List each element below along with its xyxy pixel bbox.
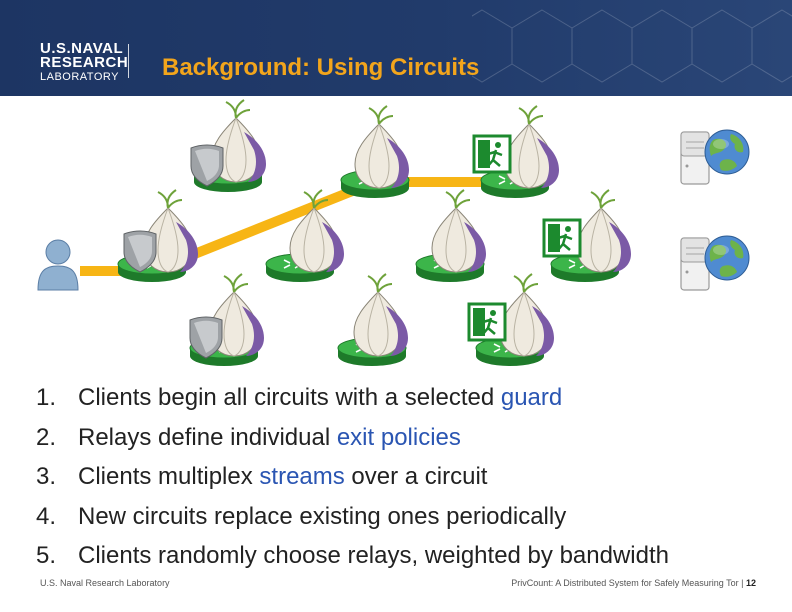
onion-router-icon (415, 189, 487, 283)
logo-line2: RESEARCH (40, 54, 129, 71)
list-item: 1.Clients begin all circuits with a sele… (36, 384, 563, 411)
list-item: 2.Relays define individual exit policies (36, 423, 461, 451)
list-item: 3.Clients multiplex streams over a circu… (36, 463, 488, 490)
server-icon (680, 237, 710, 291)
tor-circuit-diagram (37, 99, 750, 367)
list-item: 5.Clients randomly choose relays, weight… (36, 542, 669, 569)
footer-separator: | (738, 578, 746, 588)
globe-icon (704, 129, 750, 175)
exit-sign-icon (472, 134, 512, 174)
onion-router-icon (337, 273, 409, 367)
page-number: 12 (745, 578, 756, 588)
slide-title: Background: Using Circuits (162, 54, 480, 81)
exit-sign-icon (467, 302, 507, 342)
key-points-list: 1.Clients begin all circuits with a sele… (36, 380, 669, 578)
onion-router-icon (340, 105, 410, 199)
user-icon (37, 239, 79, 291)
server-icon (680, 131, 710, 185)
logo-divider (128, 44, 129, 78)
list-item: 4.New circuits replace existing ones per… (36, 502, 567, 530)
exit-sign-icon (542, 218, 582, 258)
slide-header: U.S.NAVAL RESEARCH LABORATORY Background… (0, 0, 792, 96)
footer-presentation-title: PrivCount: A Distributed System for Safe… (511, 578, 739, 588)
header-pattern (472, 9, 792, 83)
footer-presentation: PrivCount: A Distributed System for Safe… (511, 578, 756, 588)
footer-organization: U.S. Naval Research Laboratory (40, 578, 170, 588)
logo-line1: U.S.NAVAL (40, 40, 124, 57)
globe-icon (704, 235, 750, 281)
logo-line3: LABORATORY (40, 71, 119, 83)
nrl-logo: U.S.NAVAL RESEARCH LABORATORY (40, 40, 129, 84)
